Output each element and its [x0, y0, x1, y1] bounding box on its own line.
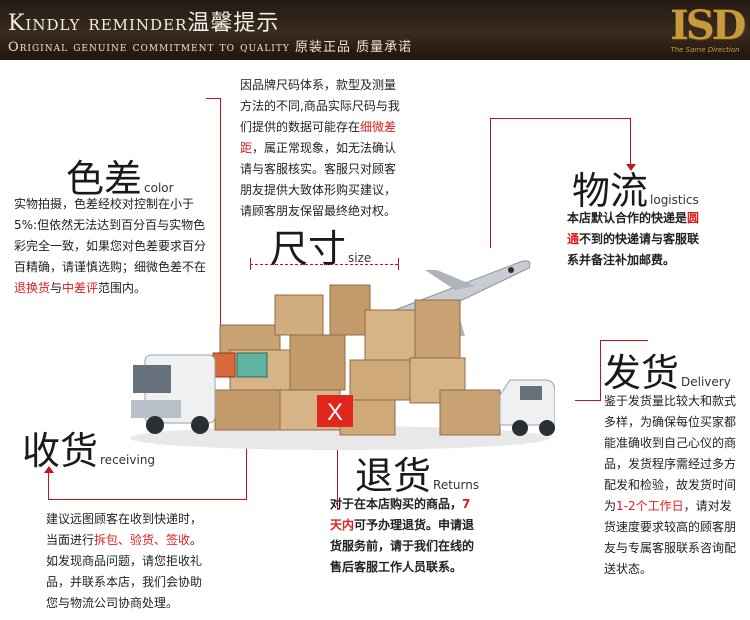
- color-text-2: 范围内。: [98, 281, 147, 295]
- logistics-text-1: 本店默认合作的快递是: [567, 211, 688, 225]
- arrow-down-icon: [626, 164, 636, 171]
- returns-text-red: 7天内: [330, 497, 471, 532]
- returns-text-2: 可予办理退货。申请退货服务前，请于我们在线的售后客服工作人员联系。: [330, 518, 475, 574]
- banner-subtitle-zh: 原装正品 质量承诺: [294, 40, 413, 55]
- delivery-text-red: 1-2个工作日: [616, 499, 684, 513]
- receiving-paragraph: 建议远图顾客在收到快递时，当面进行拆包、验货、签收。如发现商品问题，请您拒收礼品…: [46, 509, 206, 614]
- color-text-red-1: 退换货: [14, 281, 51, 295]
- banner-subtitle: Original genuine commitment to quality 原…: [8, 36, 412, 55]
- x-mark-box: [317, 395, 353, 427]
- size-text-1: 因品牌尺码体系，款型及测量方法的不同,商品实际尺码与我们提供的数据可能存在: [240, 78, 400, 134]
- size-ruler: [250, 264, 398, 265]
- connector-line: [398, 258, 399, 270]
- banner-title: Kindly reminder温馨提示: [8, 5, 279, 37]
- delivery-heading-en: Delivery: [681, 375, 731, 389]
- returns-text-1: 对于在本店购买的商品，: [330, 497, 463, 511]
- logistics-heading-zh: 物流: [572, 169, 649, 213]
- connector-line: [337, 428, 338, 510]
- receiving-heading-zh: 收货: [22, 429, 99, 473]
- color-heading-en: color: [144, 181, 174, 195]
- connector-line: [490, 118, 631, 119]
- x-mark-label: X: [327, 399, 343, 426]
- color-text-1: 实物拍摄，色差经校对控制在小于5%:但依然无法达到百分百与实物色彩完全一致，如果…: [14, 197, 207, 274]
- delivery-text-1: 鉴于发货量比较大和款式多样，为确保每位买家都能准确收到自己心仪的商品，发货程序需…: [604, 394, 737, 513]
- color-text-mid: 与: [50, 281, 63, 295]
- returns-heading-zh: 退货: [355, 454, 432, 498]
- connector-line: [220, 98, 221, 348]
- logistics-text-red: 圆通: [567, 211, 700, 246]
- connector-line: [600, 340, 601, 400]
- connector-line: [48, 470, 49, 500]
- arrow-up-icon: [44, 466, 54, 473]
- receiving-heading-en: receiving: [100, 453, 156, 467]
- size-paragraph: 因品牌尺码体系，款型及测量方法的不同,商品实际尺码与我们提供的数据可能存在细微差…: [240, 75, 406, 222]
- connector-line: [246, 418, 247, 500]
- connector-line: [490, 118, 491, 248]
- connector-line: [630, 118, 631, 166]
- logistics-text-2: 不到的快递请与客服联系并备注补加邮费。: [567, 232, 700, 267]
- returns-paragraph: 对于在本店购买的商品，7天内可予办理退货。申请退货服务前，请于我们在线的售后客服…: [330, 494, 482, 578]
- logo-tagline: The Same Direction: [670, 46, 740, 54]
- receiving-text-2: 。如发现商品问题，请您拒收礼品，并联系本店，我们会协助您与物流公司协商处理。: [46, 533, 203, 610]
- banner-title-en: Kindly reminder: [8, 11, 188, 36]
- logistics-heading-en: logistics: [650, 193, 699, 207]
- receiving-text-red: 拆包、验货、签收: [94, 533, 191, 547]
- color-paragraph: 实物拍摄，色差经校对控制在小于5%:但依然无法达到百分百与实物色彩完全一致，如果…: [14, 194, 214, 299]
- cardboard-boxes: [212, 284, 501, 436]
- logo-mark: ISD: [670, 2, 746, 49]
- delivery-heading-zh: 发货: [603, 351, 680, 395]
- size-text-2: ，属正常现象，如无法确认请与客服核实。客服只对顾客朋友提供大致体形购买建议，请顾…: [240, 141, 397, 218]
- size-heading-en: size: [348, 251, 372, 265]
- header-banner: Kindly reminder温馨提示 Original genuine com…: [0, 0, 750, 60]
- connector-line: [250, 258, 251, 270]
- size-text-red: 细微差距: [240, 120, 397, 155]
- connector-line: [206, 98, 221, 99]
- banner-subtitle-en: Original genuine commitment to quality: [8, 40, 290, 55]
- delivery-paragraph: 鉴于发货量比较大和款式多样，为确保每位买家都能准确收到自己心仪的商品，发货程序需…: [604, 391, 740, 580]
- color-text-red-2: 中差评: [62, 281, 99, 295]
- size-heading-zh: 尺寸: [270, 227, 347, 271]
- brand-logo: ISD The Same Direction: [664, 2, 746, 58]
- banner-title-zh: 温馨提示: [187, 11, 280, 36]
- truck-icon: [131, 354, 216, 434]
- connector-line: [48, 499, 247, 500]
- connector-line: [575, 400, 601, 401]
- logistics-paragraph: 本店默认合作的快递是圆通不到的快递请与客服联系并备注补加邮费。: [567, 208, 701, 271]
- color-heading-zh: 色差: [66, 157, 143, 201]
- receiving-text-1: 建议远图顾客在收到快递时，当面进行: [46, 512, 203, 547]
- delivery-text-2: ，请对发货速度要求较高的顾客朋友与专属客服联系咨询配送状态。: [604, 499, 737, 576]
- van-icon: [499, 379, 555, 436]
- logistics-scene: X: [130, 260, 555, 450]
- returns-heading-en: Returns: [433, 478, 480, 492]
- connector-line: [600, 340, 648, 341]
